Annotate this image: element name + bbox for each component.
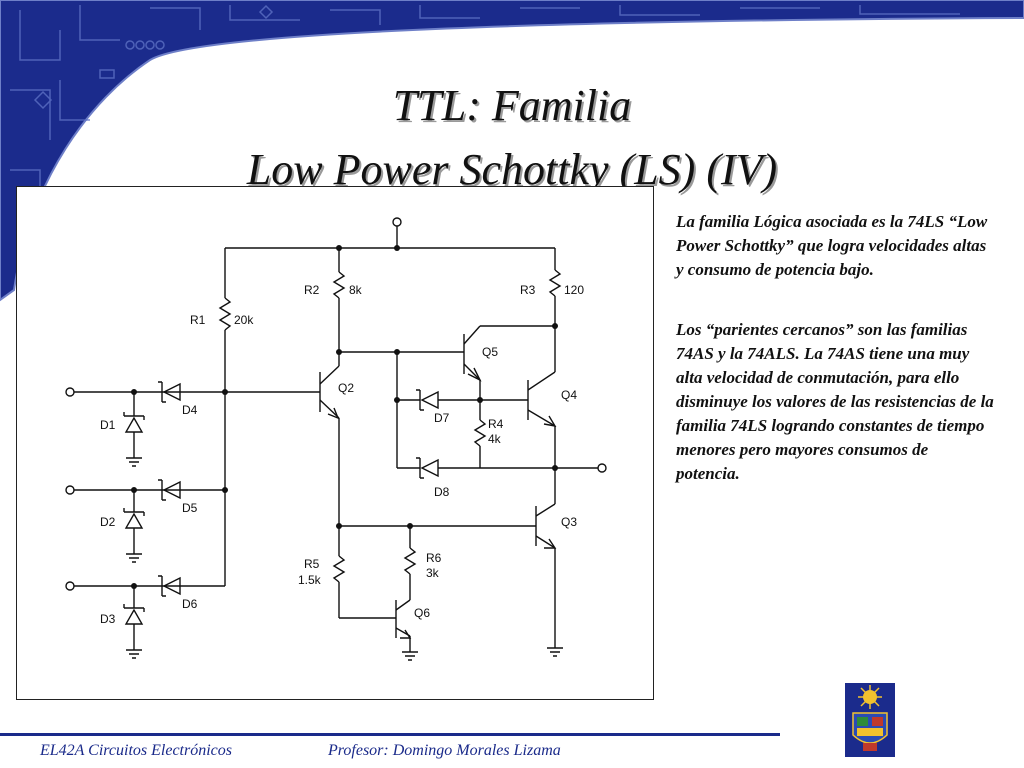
university-crest-icon <box>845 683 895 757</box>
r1-label: R1 <box>190 313 206 327</box>
r2-value: 8k <box>349 283 363 297</box>
q2-label: Q2 <box>338 381 354 395</box>
slide-title-line2: Low Power Schottky (LS) (IV) <box>246 145 778 194</box>
d1-label: D1 <box>100 418 116 432</box>
r2-label: R2 <box>304 283 320 297</box>
description-paragraph-1: La familia Lógica asociada es la 74LS “L… <box>676 212 988 279</box>
d3-label: D3 <box>100 612 116 626</box>
r1-value: 20k <box>234 313 254 327</box>
d2-label: D2 <box>100 515 116 529</box>
d5-label: D5 <box>182 501 198 515</box>
q4-label: Q4 <box>561 388 577 402</box>
d4-label: D4 <box>182 403 198 417</box>
footer-course: EL42A Circuitos Electrónicos <box>40 742 232 759</box>
q3-label: Q3 <box>561 515 577 529</box>
r5-value: 1.5k <box>298 573 322 587</box>
r6-label: R6 <box>426 551 442 565</box>
slide-title-line1: TTL: Familia <box>392 81 632 130</box>
footer-professor: Profesor: Domingo Morales Lizama <box>328 742 561 759</box>
d6-label: D6 <box>182 597 198 611</box>
r5-label: R5 <box>304 557 320 571</box>
ttl-ls-schematic: R1 20k R2 8k R3 120 R4 4k R5 1.5k R6 3k … <box>16 186 654 700</box>
r3-value: 120 <box>564 283 584 297</box>
q5-label: Q5 <box>482 345 498 359</box>
q6-label: Q6 <box>414 606 430 620</box>
r6-value: 3k <box>426 566 440 580</box>
d8-label: D8 <box>434 485 450 499</box>
d7-label: D7 <box>434 411 450 425</box>
r4-label: R4 <box>488 417 504 431</box>
description-paragraph-2: Los “parientes cercanos” son las familia… <box>676 320 994 483</box>
footer-divider <box>0 733 780 736</box>
r4-value: 4k <box>488 432 502 446</box>
r3-label: R3 <box>520 283 536 297</box>
